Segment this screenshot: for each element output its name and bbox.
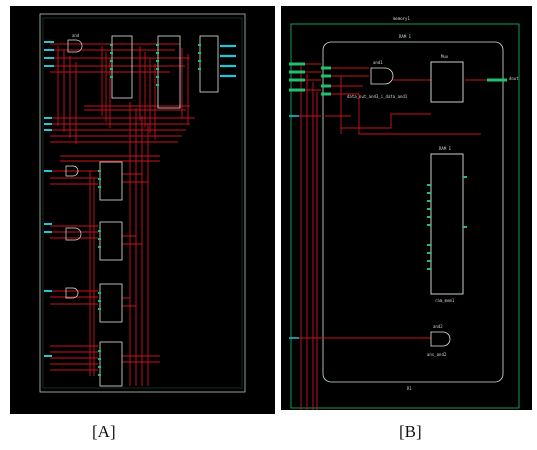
schematic-a-lower-modules — [99, 161, 123, 387]
schematic-b-top-label: memory1 — [393, 16, 410, 21]
schematic-a-top-modules — [111, 35, 219, 109]
svg-text:and2: and2 — [433, 324, 443, 329]
schematic-a-inner-frame — [42, 17, 243, 389]
schematic-b-block-label: RAM 1 — [399, 34, 412, 39]
schematic-panel-a: and — [10, 6, 275, 414]
svg-text:data_out_and3_i_data_and1: data_out_and3_i_data_and1 — [347, 94, 408, 99]
svg-text:Mux: Mux — [441, 54, 449, 59]
schematic-b-gate2: and2 ans_and2 — [427, 324, 451, 357]
caption-b: [B] — [399, 422, 422, 441]
svg-text:RAM 1: RAM 1 — [439, 146, 452, 151]
schematic-b-gate1: and1 data_out_and3_i_data_and1 — [347, 60, 408, 99]
schematic-b-memory: RAM 1 ram_mem1 — [427, 146, 467, 303]
schematic-a-lower-pins — [98, 170, 101, 376]
schematic-a-output-ports — [220, 44, 236, 78]
schematic-b-mux: Mux — [430, 54, 464, 103]
schematic-a-module-pins — [110, 44, 201, 86]
schematic-panel-b: memory1 RAM 1 R1 and1 data_out_and3_i_da… — [281, 6, 532, 410]
schematic-a-gate-top: and — [67, 33, 83, 53]
schematic-a-input-ports — [44, 41, 54, 357]
schematic-b-wires — [289, 63, 496, 410]
svg-text:ans_and2: ans_and2 — [427, 352, 447, 357]
schematic-b-input-ports — [289, 62, 331, 96]
svg-text:and1: and1 — [373, 60, 383, 65]
svg-text:ram_mem1: ram_mem1 — [435, 298, 455, 303]
svg-text:and: and — [72, 33, 80, 38]
schematic-b-canvas: memory1 RAM 1 R1 and1 data_out_and3_i_da… — [289, 16, 520, 410]
schematic-b-output: dout — [487, 76, 519, 82]
schematic-b-bottom-label: R1 — [407, 386, 412, 391]
schematic-b-input-ticks — [289, 115, 299, 339]
schematic-a-canvas: and — [39, 13, 246, 393]
schematic-a-wires — [50, 43, 195, 386]
schematic-b-outer-frame — [290, 23, 520, 409]
svg-text:dout: dout — [509, 76, 519, 81]
caption-a: [A] — [92, 422, 116, 441]
schematic-a-frame — [39, 13, 246, 393]
schematic-b-inner-block — [322, 41, 504, 383]
schematic-a-left-gates — [65, 165, 82, 299]
